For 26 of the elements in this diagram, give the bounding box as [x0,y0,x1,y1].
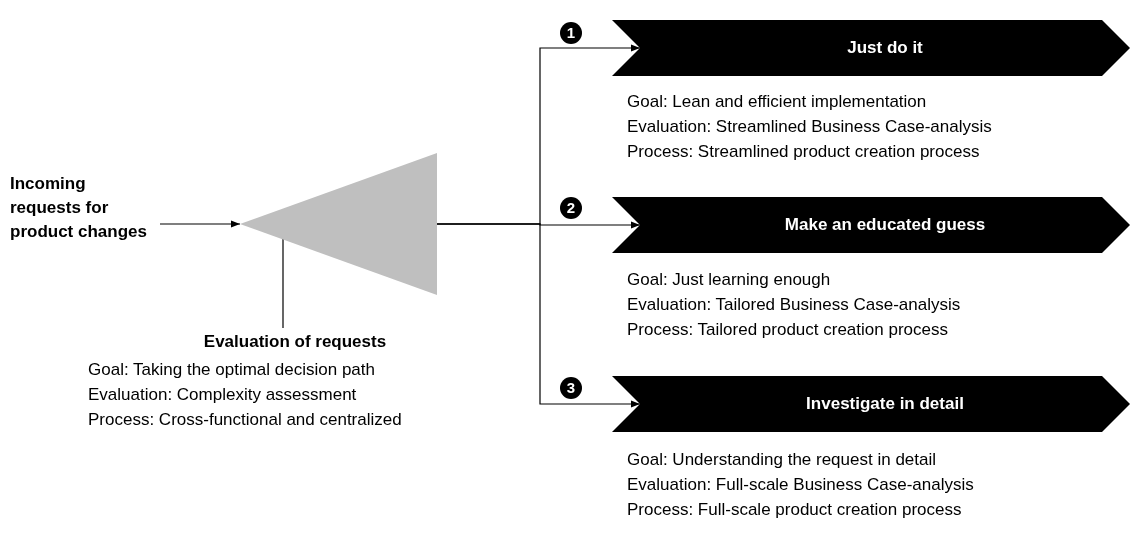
input-label: Incoming requests for product changes [10,173,148,243]
description-line: Goal: Just learning enough [627,270,831,290]
option-chevron [612,20,1130,76]
arrow [436,223,641,408]
step-number-badge: 1 [560,22,582,44]
option-title: Investigate in detail [806,394,964,414]
description-line: Process: Cross-functional and centralized [88,410,402,430]
description-line: Process: Tailored product creation process [627,320,948,340]
option-title: Make an educated guess [784,215,986,235]
step-number-badge: 3 [560,377,582,399]
description-line: Process: Full-scale product creation process [627,500,962,520]
description-line: Goal: Lean and efficient implementation [627,92,927,112]
description-line: Goal: Understanding the request in detail [627,450,937,470]
arrow [159,220,241,228]
option-chevron [612,197,1130,253]
option-chevron [612,376,1130,432]
funnel-triangle [240,153,437,295]
step-number-badge: 2 [560,197,582,219]
description-line: Evaluation: Streamlined Business Case-analysis [627,117,992,137]
description-line: Goal: Taking the optimal decision path [88,360,375,380]
description-line: Process: Streamlined product creation process [627,142,980,162]
stage-heading: Evaluation of requests [203,331,387,353]
description-line: Evaluation: Complexity assessment [88,385,357,405]
option-title: Just do it [847,38,923,58]
description-line: Evaluation: Tailored Business Case-analysis [627,295,961,315]
description-line: Evaluation: Full-scale Business Case-analysis [627,475,974,495]
